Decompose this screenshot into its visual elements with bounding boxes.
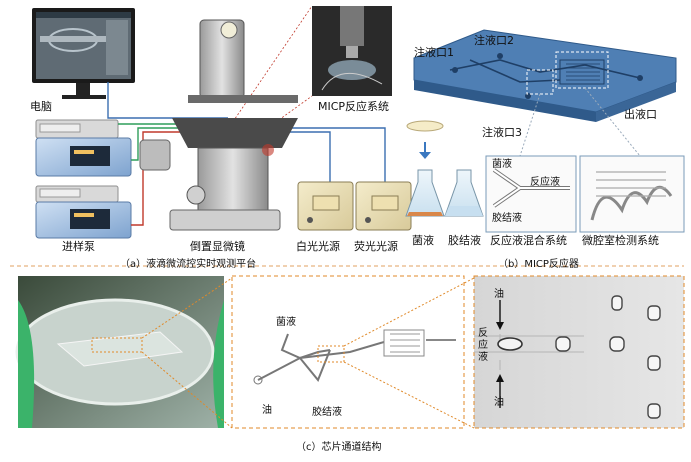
label-mix-reaction: 反应液 <box>530 177 560 188</box>
mix-system-panel <box>485 155 577 233</box>
label-c-oil: 油 <box>262 405 272 416</box>
micp-system-photo <box>312 6 392 96</box>
channel-structure-panel <box>231 275 465 429</box>
white-light-source <box>297 181 354 231</box>
fluorescent-light-source <box>355 181 412 231</box>
label-micro-chamber: 微腔室检测系统 <box>582 234 659 247</box>
bacteria-flask <box>405 120 445 217</box>
label-c-cement: 胶结液 <box>312 407 342 418</box>
label-computer: 电脑 <box>30 100 52 113</box>
label-micp-system: MICP反应系统 <box>318 100 390 113</box>
micp-reactor-chip <box>413 29 677 157</box>
label-mix-bacteria: 菌液 <box>492 159 512 170</box>
label-pump: 进样泵 <box>62 240 95 253</box>
caption-b: （b）MICP反应器 <box>498 259 579 270</box>
syringe-pump-bottom <box>35 185 132 239</box>
label-fluor-light: 荧光光源 <box>354 240 398 253</box>
label-inlet3: 注液口3 <box>482 126 522 139</box>
label-mix-cement: 胶结液 <box>492 213 522 224</box>
chip-photo <box>15 276 224 428</box>
label-outlet: 出液口 <box>624 108 657 121</box>
label-inlet1: 注液口1 <box>414 46 454 59</box>
zoom-line-4 <box>343 361 475 429</box>
caption-a: （a）液滴微流控实时观测平台 <box>120 259 257 270</box>
zoom-line-3 <box>343 277 475 347</box>
label-white-light: 白光光源 <box>296 240 340 253</box>
label-bacteria: 菌液 <box>412 234 434 247</box>
inverted-microscope <box>139 19 298 231</box>
label-inlet2: 注液口2 <box>474 34 514 47</box>
micro-chamber-panel <box>579 155 685 233</box>
label-microscope: 倒置显微镜 <box>190 240 245 253</box>
label-zoom-oil-bottom: 油 <box>494 397 504 408</box>
label-zoom-oil-top: 油 <box>494 289 504 300</box>
computer-monitor <box>32 8 135 99</box>
label-c-bacteria: 菌液 <box>276 317 296 328</box>
droplet-zoom-panel <box>473 275 685 429</box>
label-cement: 胶结液 <box>448 234 481 247</box>
label-zoom-reaction: 反 应 液 <box>478 328 488 363</box>
cement-flask <box>444 169 484 217</box>
label-mix-system: 反应液混合系统 <box>490 234 567 247</box>
caption-c: （c）芯片通道结构 <box>296 442 382 453</box>
syringe-pump-top <box>35 119 132 177</box>
